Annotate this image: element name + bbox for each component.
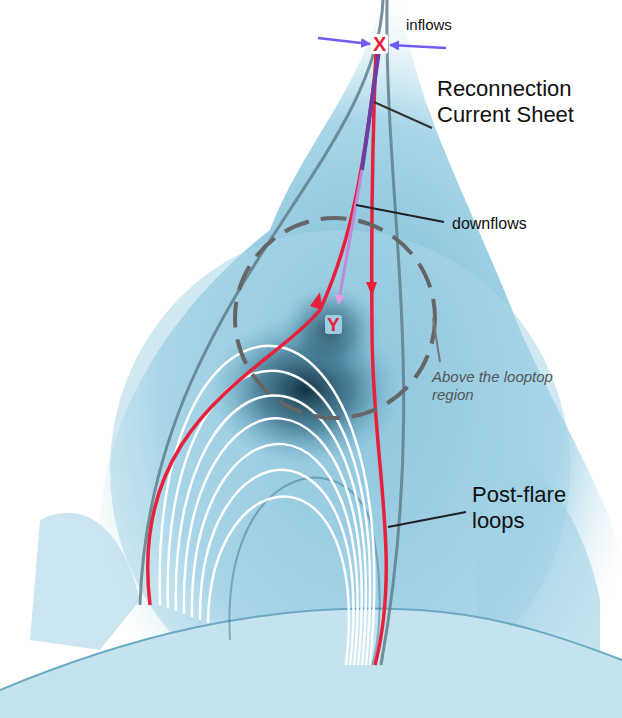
flow-label: downflows [452,214,527,233]
region-label: Reconnection Current Sheet [437,76,607,129]
region-label: Above the looptop region [432,368,572,404]
point-label: X [371,34,388,54]
part-label: Post-flare loops [472,482,602,535]
point-label: Y [325,315,342,334]
flow-label: inflows [406,16,452,34]
